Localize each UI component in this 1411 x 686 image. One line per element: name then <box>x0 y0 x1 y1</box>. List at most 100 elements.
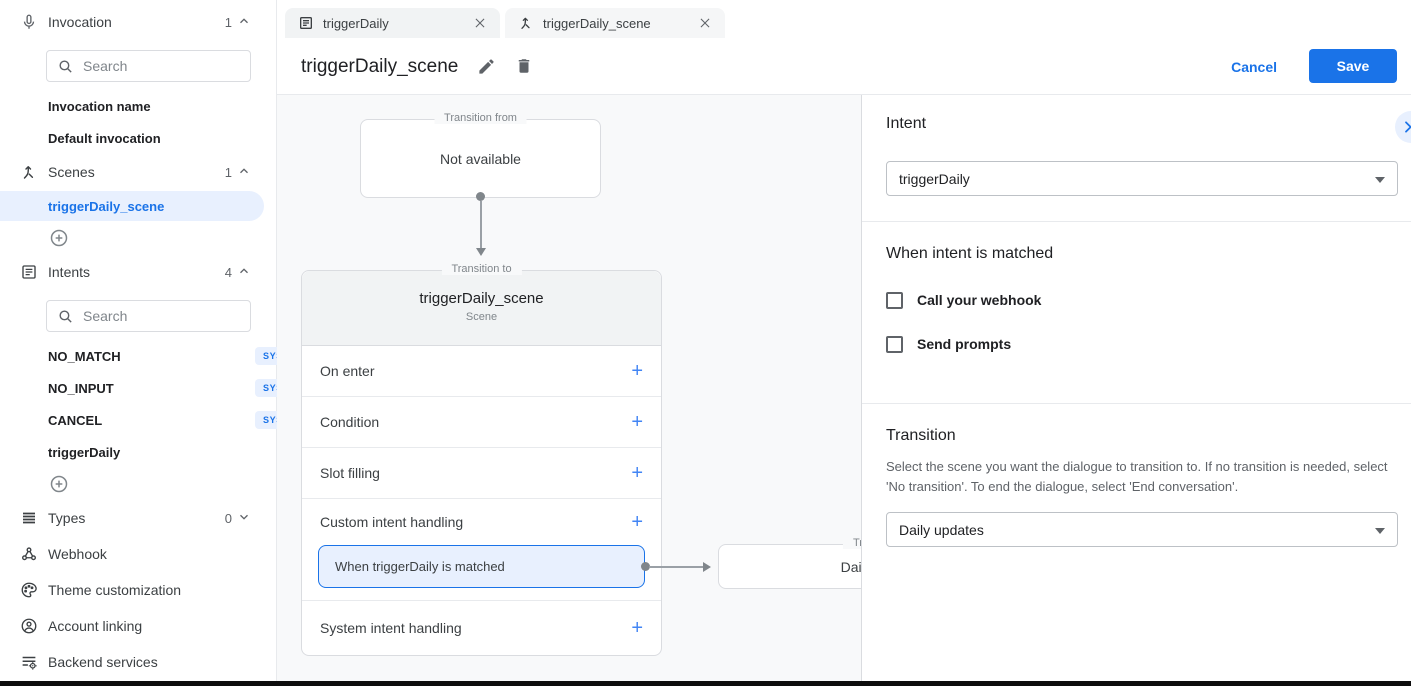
close-icon[interactable] <box>698 16 712 30</box>
sidebar-item-theme-customization[interactable]: Theme customization <box>0 576 277 604</box>
call-webhook-checkbox-row[interactable]: Call your webhook <box>886 290 1041 310</box>
transition-target-text: Daily updates <box>840 558 861 575</box>
cancel-button[interactable]: Cancel <box>1231 58 1277 75</box>
tab-triggerdaily-scene[interactable]: triggerDaily_scene <box>505 8 725 38</box>
sidebar-item-types[interactable]: Types 0 <box>0 504 277 532</box>
intents-search-input[interactable] <box>83 301 243 331</box>
add-slot-filling-button[interactable]: + <box>631 462 643 484</box>
sidebar-item-no-input[interactable]: NO_INPUT SYSTEM <box>48 378 312 398</box>
row-label: Condition <box>320 414 380 430</box>
sidebar-item-label: Intents <box>48 264 91 280</box>
sidebar-item-intents[interactable]: Intents 4 <box>0 258 277 286</box>
sidebar-item-no-match[interactable]: NO_MATCH SYSTEM <box>48 346 312 366</box>
scene-row-system-intent-handling: System intent handling + <box>302 601 661 655</box>
node-legend: Transition from <box>434 112 527 124</box>
scene-node-header[interactable]: triggerDaily_scene Scene <box>302 271 661 346</box>
webhook-icon <box>18 543 40 565</box>
add-scene-button[interactable] <box>49 228 69 248</box>
transition-dropdown[interactable]: Daily updates <box>886 512 1398 547</box>
tab-bar: triggerDaily triggerDaily_scene <box>277 0 1411 38</box>
sidebar-item-invocation[interactable]: Invocation 1 <box>0 8 277 36</box>
add-condition-button[interactable]: + <box>631 411 643 433</box>
node-legend: Transition to <box>842 537 861 549</box>
delete-trash-icon[interactable] <box>515 57 534 76</box>
checkbox-label: Send prompts <box>917 336 1012 352</box>
sidebar-item-invocation-name[interactable]: Invocation name <box>48 96 151 116</box>
collapse-panel-button[interactable] <box>1395 111 1411 143</box>
sidebar-item-label: Backend services <box>48 654 158 670</box>
sidebar-item-account-linking[interactable]: Account linking <box>0 612 277 640</box>
item-label: triggerDaily <box>48 444 121 460</box>
item-label: Default invocation <box>48 130 161 146</box>
scene-node-subtitle: Scene <box>465 311 498 323</box>
intent-list-icon <box>298 15 314 31</box>
send-prompts-checkbox-row[interactable]: Send prompts <box>886 334 1011 354</box>
arrowhead-right <box>703 561 711 572</box>
scene-flow-canvas[interactable]: Transition from Not available Transition… <box>277 95 861 681</box>
row-label: On enter <box>320 363 375 379</box>
invocation-search-input[interactable] <box>83 51 243 81</box>
palette-icon <box>18 579 40 601</box>
intent-handler-item[interactable]: When triggerDaily is matched <box>318 545 645 588</box>
tab-label: triggerDaily <box>323 15 389 31</box>
search-icon <box>57 58 74 75</box>
scene-row-slot-filling: Slot filling + <box>302 448 661 499</box>
row-label: System intent handling <box>320 620 462 636</box>
transition-target-node[interactable]: Transition to Daily updates <box>718 537 861 589</box>
transition-heading: Transition <box>886 427 956 444</box>
save-button[interactable]: Save <box>1309 49 1397 83</box>
chevron-up-icon[interactable] <box>237 14 253 30</box>
add-intent-button[interactable] <box>49 474 69 494</box>
sidebar-item-backend-services[interactable]: Backend services <box>0 648 277 676</box>
microphone-icon <box>18 11 40 33</box>
scene-merge-icon <box>18 161 40 183</box>
intents-search[interactable] <box>46 300 251 332</box>
intent-dropdown-value: triggerDaily <box>899 170 970 187</box>
item-label: NO_MATCH <box>48 348 121 364</box>
screen-bottom-edge <box>0 681 1411 686</box>
sidebar-item-default-invocation[interactable]: Default invocation <box>48 128 161 148</box>
connector-line <box>649 565 703 568</box>
checkbox-label: Call your webhook <box>917 292 1042 308</box>
sidebar: Invocation 1 Invocation name Default inv… <box>0 0 312 681</box>
checkbox-unchecked[interactable] <box>886 291 903 309</box>
tab-triggerdaily[interactable]: triggerDaily <box>285 8 500 38</box>
page-title: triggerDaily_scene <box>301 55 459 77</box>
node-legend: Transition to <box>441 263 522 275</box>
checkbox-unchecked[interactable] <box>886 335 903 353</box>
search-icon <box>57 308 74 325</box>
invocation-search[interactable] <box>46 50 251 82</box>
item-label: NO_INPUT <box>48 380 114 396</box>
scene-node: Transition to triggerDaily_scene Scene O… <box>301 263 662 656</box>
add-on-enter-button[interactable]: + <box>631 360 643 382</box>
transition-from-node: Transition from Not available <box>360 112 601 198</box>
types-count: 0 <box>224 510 232 526</box>
sidebar-item-triggerdaily-scene[interactable]: triggerDaily_scene <box>0 191 264 221</box>
intent-editor-panel: Intent triggerDaily When intent is match… <box>861 95 1411 681</box>
divider <box>862 403 1411 404</box>
chevron-down-icon[interactable] <box>237 510 253 526</box>
close-icon[interactable] <box>473 16 487 30</box>
sidebar-item-triggerdaily-intent[interactable]: triggerDaily <box>48 442 120 462</box>
sidebar-item-scenes[interactable]: Scenes 1 <box>0 158 277 186</box>
sidebar-item-cancel-intent[interactable]: CANCEL SYSTEM <box>48 410 312 430</box>
arrowhead-down <box>475 248 486 256</box>
edit-pencil-icon[interactable] <box>477 57 496 76</box>
sidebar-item-webhook[interactable]: Webhook <box>0 540 277 568</box>
transition-description: Select the scene you want the dialogue t… <box>886 459 1388 495</box>
intent-dropdown[interactable]: triggerDaily <box>886 161 1398 196</box>
intent-handler-label: When triggerDaily is matched <box>335 559 505 574</box>
sidebar-item-label: Webhook <box>48 546 107 562</box>
scene-header: triggerDaily_scene Cancel Save <box>277 38 1411 95</box>
item-label: Invocation name <box>48 98 151 114</box>
chevron-up-icon[interactable] <box>237 164 253 180</box>
chevron-up-icon[interactable] <box>237 264 253 280</box>
transition-dropdown-value: Daily updates <box>899 521 984 538</box>
add-system-intent-button[interactable]: + <box>631 617 643 639</box>
tab-label: triggerDaily_scene <box>543 15 651 31</box>
backend-services-icon <box>18 651 40 673</box>
connector-dot <box>476 192 485 201</box>
add-custom-intent-button[interactable]: + <box>631 511 643 533</box>
item-label: CANCEL <box>48 412 103 428</box>
